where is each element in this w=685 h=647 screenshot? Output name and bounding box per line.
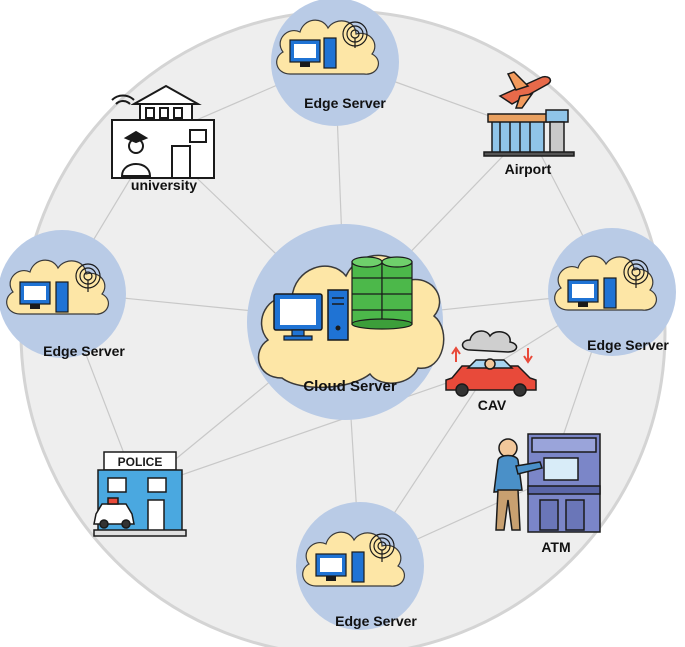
cloud-server-label: Cloud Server (303, 378, 397, 395)
monitor-icon (567, 279, 599, 307)
airport-node[interactable]: Airport (483, 71, 575, 177)
police-station-icon: POLICE (93, 451, 187, 537)
edge-server-top[interactable]: Edge Server (271, 0, 399, 126)
atm-node[interactable]: ATM (493, 433, 601, 555)
monitor-icon (273, 293, 323, 341)
cav-node[interactable]: CAV (445, 330, 537, 413)
wireless-antenna-icon (623, 259, 649, 288)
police-node[interactable]: POLICE (93, 451, 187, 537)
edge-server-left[interactable]: Edge Server (0, 230, 126, 359)
atm-user-icon (493, 433, 601, 533)
edge-server-label: Edge Server (43, 343, 125, 359)
tower-pc-icon (55, 281, 69, 313)
cav-label: CAV (478, 397, 507, 413)
monitor-icon (315, 553, 347, 581)
wireless-antenna-icon (342, 21, 368, 48)
tower-pc-icon (327, 289, 349, 341)
university-label: university (131, 177, 197, 193)
wireless-antenna-icon (75, 263, 101, 292)
airport-icon (483, 71, 575, 157)
edge-server-right[interactable]: Edge Server (548, 228, 676, 356)
tower-pc-icon (351, 551, 365, 583)
airport-label: Airport (505, 161, 552, 177)
edge-server-bottom[interactable]: Edge Server (296, 502, 424, 630)
edge-server-label: Edge Server (304, 95, 386, 111)
university-node[interactable]: university (111, 84, 215, 193)
edge-server-label: Edge Server (587, 337, 669, 353)
edge-server-label: Edge Server (335, 613, 417, 629)
connected-car-icon (445, 330, 537, 397)
tower-pc-icon (323, 37, 337, 69)
university-building-icon (111, 84, 215, 179)
monitor-icon (289, 39, 321, 67)
cloud-server-node[interactable]: Cloud Server (247, 224, 445, 420)
monitor-icon (19, 281, 51, 309)
wireless-antenna-icon (369, 533, 395, 562)
police-sign: POLICE (118, 455, 163, 469)
tower-pc-icon (603, 277, 617, 309)
database-icon (351, 256, 413, 330)
atm-label: ATM (541, 539, 570, 555)
